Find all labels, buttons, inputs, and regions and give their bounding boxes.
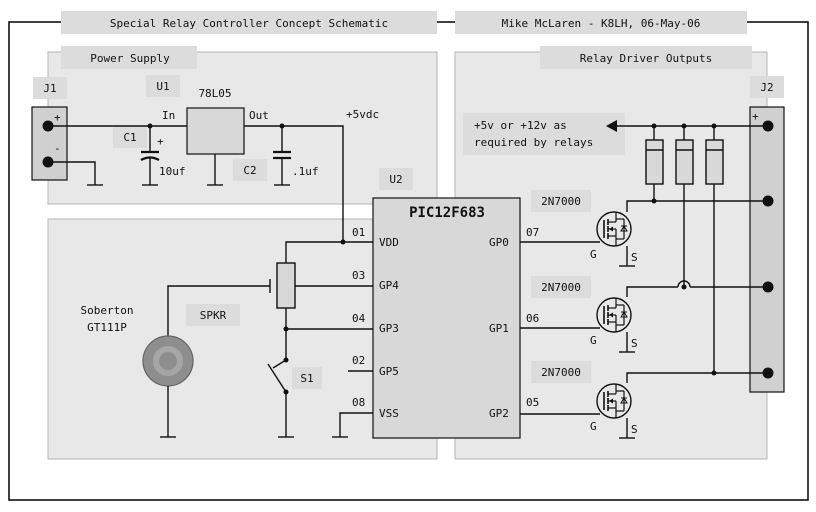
pin6-number: 06 (526, 312, 539, 325)
u2-label: U2 (389, 173, 402, 186)
pin8-name: VSS (379, 407, 399, 420)
j2-plus-sign: + (752, 110, 759, 123)
j2-tag (750, 76, 784, 98)
c1-polarity: + (157, 135, 164, 148)
j1-plus-sign: + (54, 111, 61, 124)
diode-1 (645, 126, 664, 201)
pin3-number: 03 (352, 269, 365, 282)
pin3-name: GP4 (379, 279, 399, 292)
u1-regulator (186, 107, 245, 155)
power-supply-label: Power Supply (90, 52, 170, 65)
pin8-number: 08 (352, 396, 365, 409)
pin2-number: 02 (352, 354, 365, 367)
author-tag (455, 11, 747, 34)
author-text: Mike McLaren - K8LH, 06-May-06 (502, 17, 701, 30)
j1-minus-sign: - (54, 142, 61, 155)
speaker-maker: Soberton (81, 304, 134, 317)
fet3-part-label: 2N7000 (541, 366, 581, 379)
c1-value: 10uf (159, 165, 186, 178)
relay-supply-tag (463, 113, 625, 155)
u1-tag (146, 75, 180, 97)
pin1-number: 01 (352, 226, 365, 239)
fet2-tag (531, 276, 591, 298)
pin4-number: 04 (352, 312, 366, 325)
supply-arrow (606, 120, 617, 132)
power-supply-tag (61, 46, 197, 69)
s1-label: S1 (300, 372, 313, 385)
u1-in-label: In (162, 109, 175, 122)
pin2-name: GP5 (379, 365, 399, 378)
controller-panel (47, 218, 438, 460)
pin4-name: GP3 (379, 322, 399, 335)
u1-out-label: Out (249, 109, 269, 122)
u2-tag (379, 168, 413, 190)
j2-connector (749, 106, 785, 393)
relay-outputs-tag (540, 46, 752, 69)
pin5-number: 05 (526, 396, 539, 409)
pin7-number: 07 (526, 226, 539, 239)
pin6-name: GP1 (489, 322, 509, 335)
title-text: Special Relay Controller Concept Schemat… (110, 17, 388, 30)
relay-supply-line1: +5v or +12v as (474, 119, 567, 132)
spkr-tag (186, 304, 240, 326)
title-tag (61, 11, 437, 34)
j1-label: J1 (43, 82, 56, 95)
fet1-part-label: 2N7000 (541, 195, 581, 208)
j2-label: J2 (760, 81, 773, 94)
u2-mcu (372, 197, 521, 439)
speaker-model: GT111P (87, 321, 127, 334)
c2-tag (233, 159, 267, 181)
fet1-tag (531, 190, 591, 212)
spkr-label: SPKR (200, 309, 227, 322)
c2-value: .1uf (292, 165, 319, 178)
fet1-gate: G (590, 248, 597, 261)
c1-label: C1 (123, 131, 136, 144)
j1-tag (33, 77, 67, 99)
mcu-name: PIC12F683 (409, 205, 485, 221)
relay-supply-line2: required by relays (474, 136, 593, 149)
u1-label: U1 (156, 80, 169, 93)
fet3-tag (531, 361, 591, 383)
s1-tag (292, 367, 322, 389)
fet3-source: S (631, 423, 638, 436)
u1-part: 78L05 (198, 87, 231, 100)
supply-label: +5vdc (346, 108, 379, 121)
fet1-source: S (631, 251, 638, 264)
j1-connector (31, 106, 68, 181)
fet3-gate: G (590, 420, 597, 433)
relay-outputs-label: Relay Driver Outputs (580, 52, 712, 65)
pin5-name: GP2 (489, 407, 509, 420)
c1-tag (113, 126, 147, 148)
pin7-name: GP0 (489, 236, 509, 249)
fet2-part-label: 2N7000 (541, 281, 581, 294)
pin1-name: VDD (379, 236, 399, 249)
pot-resistor (276, 262, 296, 309)
c2-label: C2 (243, 164, 256, 177)
fet2-source: S (631, 337, 638, 350)
fet2-gate: G (590, 334, 597, 347)
diode-3 (705, 126, 724, 373)
